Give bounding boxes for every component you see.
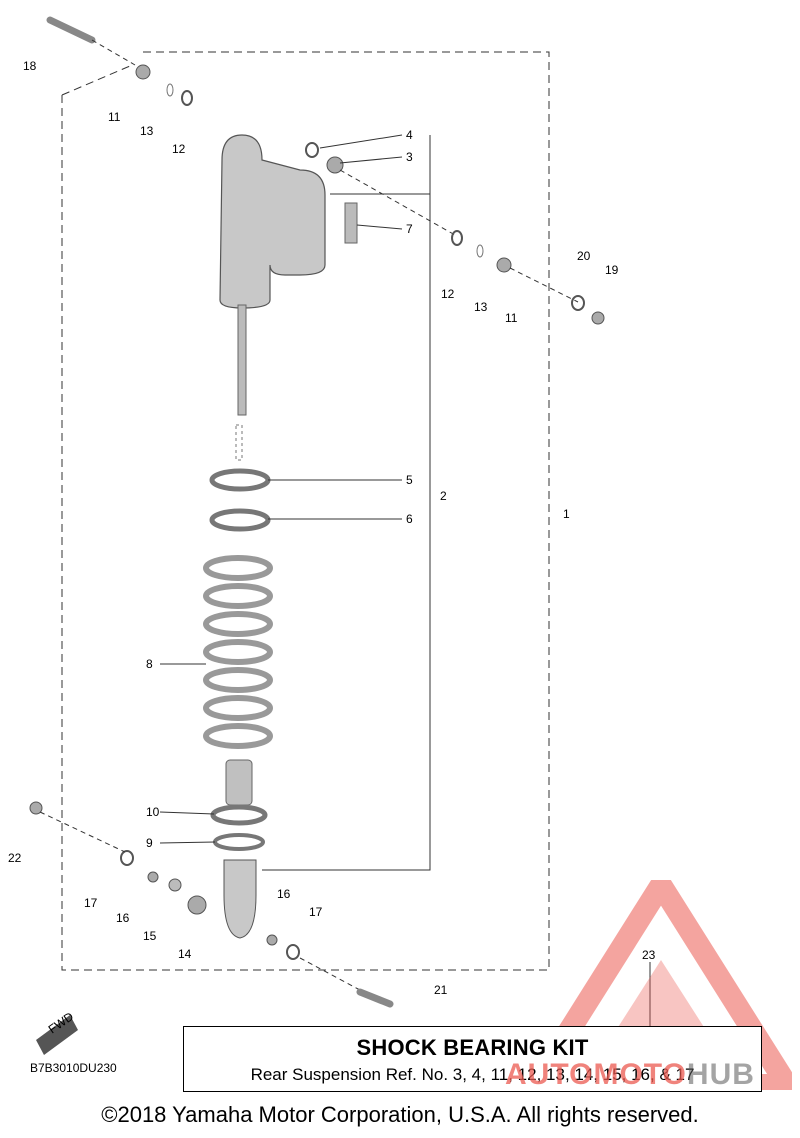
clip-4 <box>305 142 319 158</box>
seal-12-upper <box>181 90 193 106</box>
label-7 <box>344 202 358 244</box>
callout-3: 3 <box>406 150 413 164</box>
callout-15: 15 <box>143 929 157 943</box>
callout-9: 9 <box>146 836 153 850</box>
bolt-21 <box>356 988 394 1008</box>
callout-21: 21 <box>434 983 448 997</box>
callout-16-right: 16 <box>277 887 291 901</box>
callout-22: 22 <box>8 851 22 865</box>
callout-1: 1 <box>563 507 570 521</box>
collar-15 <box>168 878 182 892</box>
ring-5 <box>209 468 271 492</box>
callout-11-upper: 11 <box>108 110 121 124</box>
nut-11-upper <box>135 64 151 80</box>
bump-stop <box>225 759 253 806</box>
fwd-arrow-icon: FWD <box>36 1009 78 1055</box>
callout-4: 4 <box>406 128 413 142</box>
seal-12-right <box>451 230 463 246</box>
collar-13-upper <box>166 83 174 97</box>
kit-subtitle: Rear Suspension Ref. No. 3, 4, 11, 12, 1… <box>250 1065 695 1084</box>
callout-13-right: 13 <box>474 300 488 314</box>
washer-20 <box>571 295 585 311</box>
callout-5: 5 <box>406 473 413 487</box>
ring-9 <box>213 833 265 851</box>
collar-16-right <box>266 934 278 946</box>
callout-13-upper: 13 <box>140 124 154 138</box>
bolt-18 <box>46 16 136 66</box>
callout-23: 23 <box>642 948 656 962</box>
callout-12-upper: 12 <box>172 142 186 156</box>
callout-11-right: 11 <box>505 311 518 325</box>
callout-20: 20 <box>577 249 591 263</box>
callout-16-left: 16 <box>116 911 130 925</box>
callout-12-right: 12 <box>441 287 455 301</box>
bracket-2 <box>262 135 431 871</box>
callout-18: 18 <box>23 59 37 73</box>
kit-title: SHOCK BEARING KIT <box>356 1035 589 1060</box>
callout-19: 19 <box>605 263 619 277</box>
callout-7: 7 <box>406 222 413 236</box>
seal-17-left <box>120 850 134 866</box>
collar-13-right <box>476 244 484 258</box>
spring-guide-10 <box>210 804 268 826</box>
callout-17-right: 17 <box>309 905 323 919</box>
callout-14: 14 <box>178 947 192 961</box>
collar-16-left <box>147 871 159 883</box>
kit-info-box: SHOCK BEARING KIT Rear Suspension Ref. N… <box>183 1026 762 1092</box>
ring-6 <box>209 508 271 532</box>
callout-8: 8 <box>146 657 153 671</box>
nut-11-right <box>496 257 512 273</box>
nut-19 <box>591 311 605 325</box>
nut-22 <box>29 801 43 815</box>
copyright-notice: ©2018 Yamaha Motor Corporation, U.S.A. A… <box>101 1102 699 1127</box>
spring-8 <box>203 555 273 749</box>
callout-2: 2 <box>440 489 447 503</box>
bearing-14 <box>187 895 207 915</box>
seal-17-right <box>286 944 300 960</box>
lower-eyelet <box>223 859 257 939</box>
callout-10: 10 <box>146 805 160 819</box>
callout-6: 6 <box>406 512 413 526</box>
shock-body <box>219 134 326 461</box>
nut-3 <box>326 156 344 174</box>
diagram-code: B7B3010DU230 <box>30 1061 117 1075</box>
callout-17-left: 17 <box>84 896 98 910</box>
